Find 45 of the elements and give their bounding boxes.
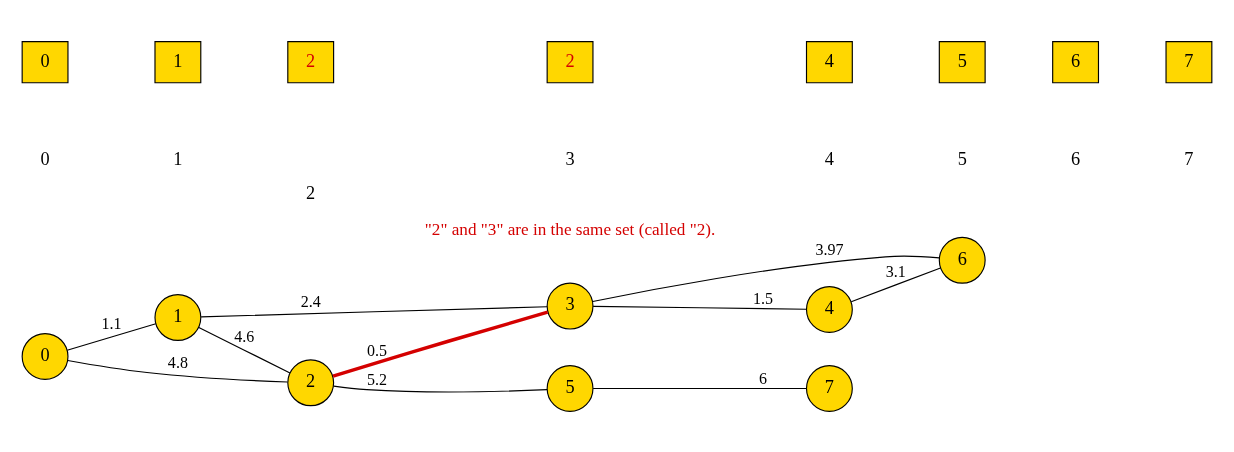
node-circle: 3 <box>546 282 594 330</box>
label: 5 <box>957 148 967 169</box>
connector <box>333 385 548 392</box>
label: 7 <box>1184 148 1194 169</box>
connector <box>332 310 549 378</box>
connector <box>200 305 548 317</box>
label: 0 <box>40 148 50 169</box>
label: 6 <box>1071 148 1081 169</box>
node-box: 1 <box>154 40 202 83</box>
edge-label: 1.1 <box>101 314 122 332</box>
connector <box>67 359 288 383</box>
connector <box>592 387 807 389</box>
node-box: 5 <box>938 40 986 83</box>
label: 4 <box>824 148 834 169</box>
label: 3 <box>565 148 575 169</box>
connector <box>850 266 942 302</box>
label: 2 <box>306 182 316 203</box>
edge-label: 3.97 <box>815 240 844 258</box>
edge-label: 4.8 <box>167 353 188 371</box>
node-circle: 6 <box>938 236 986 284</box>
node-box: 4 <box>805 40 853 83</box>
node-box: 2 <box>287 40 335 83</box>
node-box: 6 <box>1052 40 1100 83</box>
edge-label: 4.6 <box>234 327 255 345</box>
node-box: 0 <box>21 40 69 83</box>
node-box: 2 <box>546 40 594 83</box>
node-circle: 5 <box>546 364 594 412</box>
node-circle: 4 <box>805 285 853 333</box>
node-circle: 7 <box>805 364 853 412</box>
node-circle: 2 <box>287 358 335 406</box>
edge-label: 0.5 <box>367 341 388 359</box>
label: 1 <box>173 148 183 169</box>
edge-label: 6 <box>758 369 767 387</box>
connector <box>198 326 291 374</box>
connector <box>592 305 807 310</box>
node-circle: 0 <box>21 332 69 380</box>
node-box: 7 <box>1165 40 1213 83</box>
connector <box>66 322 157 351</box>
label: "2" and "3" are in the same set (called "2). <box>424 219 716 239</box>
connector <box>592 255 940 302</box>
node-circle: 1 <box>154 293 202 341</box>
edge-label: 2.4 <box>300 292 321 310</box>
edge-label: 3.1 <box>885 262 906 280</box>
edge-label: 1.5 <box>752 289 774 307</box>
edge-label: 5.2 <box>367 370 388 388</box>
